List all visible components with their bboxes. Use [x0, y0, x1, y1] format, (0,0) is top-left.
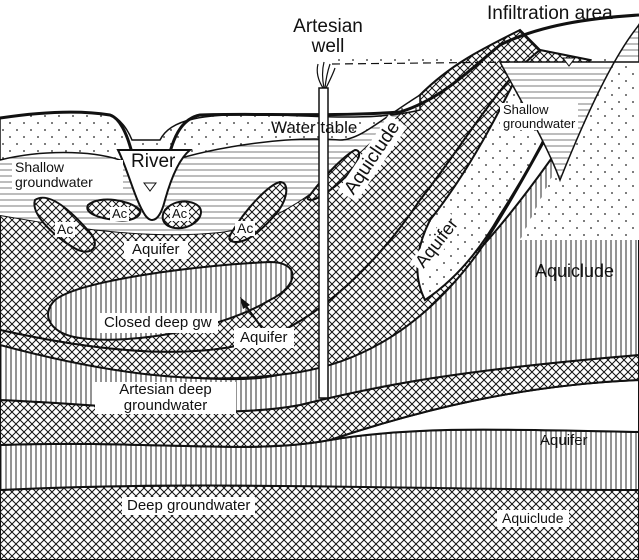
aquiclude-bottom-label: Aquiclude	[497, 510, 569, 527]
aquifer-upper-label: Aquifer	[124, 241, 188, 259]
ac-label-4: Ac	[235, 221, 255, 236]
aquiclude-right-label: Aquiclude	[535, 262, 614, 281]
artesian-well-label: Artesian well	[283, 17, 373, 57]
ac-label-1: Ac	[55, 222, 75, 237]
aquifer-small-label: Aquifer	[234, 328, 294, 348]
river-label: River	[128, 152, 178, 172]
water-table-label: Water table	[268, 119, 360, 137]
ac-label-3: Ac	[170, 207, 189, 221]
ac-label-2: Ac	[110, 207, 129, 221]
deep-groundwater-label: Deep groundwater	[122, 497, 255, 515]
artesian-deep-groundwater-label: Artesian deep groundwater	[95, 382, 236, 414]
closed-deep-gw-label: Closed deep gw	[98, 313, 218, 333]
aquifer-lower-right-label: Aquifer	[540, 433, 588, 449]
shallow-groundwater-left-label: Shallow groundwater	[12, 160, 123, 189]
well-fountain	[317, 62, 335, 88]
shallow-groundwater-right-label: Shallow groundwater	[500, 103, 578, 130]
infiltration-area-label: Infiltration area	[487, 4, 613, 24]
